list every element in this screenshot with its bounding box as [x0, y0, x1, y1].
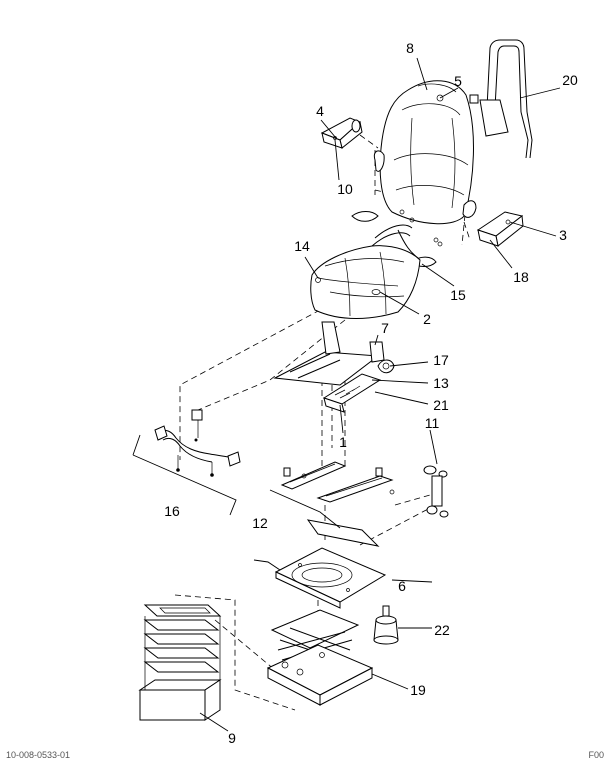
callout-19: 19: [410, 682, 426, 698]
callout-18: 18: [513, 269, 529, 285]
callout-leaders: [199, 57, 561, 732]
callout-17: 17: [433, 352, 449, 368]
callout-22: 22: [434, 622, 450, 638]
backrest-cushion: [373, 80, 477, 225]
callout-12: 12: [252, 515, 268, 531]
callout-11: 11: [425, 415, 440, 431]
callout-16: 16: [164, 503, 180, 519]
callout-10: 10: [337, 181, 353, 197]
callout-21: 21: [433, 397, 449, 413]
air-spring: [373, 605, 399, 645]
callout-1: 1: [339, 434, 347, 450]
callout-2: 2: [423, 311, 431, 327]
seat-belt-assembly: [154, 409, 241, 477]
callout-4: 4: [316, 103, 324, 119]
callout-13: 13: [433, 375, 449, 391]
seat-cushion: [310, 245, 421, 319]
figure-id-left: 10-008-0533-01: [6, 750, 70, 760]
callout-15: 15: [450, 287, 466, 303]
figure-id-right: F00: [588, 750, 604, 760]
shock-absorber: [423, 465, 449, 518]
callout-7: 7: [381, 320, 389, 336]
slide-rails: [280, 461, 395, 547]
right-armrest: [476, 211, 524, 247]
grab-handle: [469, 39, 533, 159]
callout-3: 3: [559, 227, 567, 243]
callout-6: 6: [398, 578, 406, 594]
seat-slide-frame: [273, 321, 395, 413]
callout-14: 14: [294, 238, 310, 254]
callout-20: 20: [562, 72, 578, 88]
callout-8: 8: [406, 40, 414, 56]
bracket-16: [132, 434, 237, 516]
callout-9: 9: [228, 730, 236, 746]
callout-labels: 8 5 20 4 10 3 18 14 15 2 7 17 13 21 1 11…: [164, 40, 578, 746]
bellows-boot: [138, 604, 222, 721]
bracket-12: [269, 489, 341, 529]
suspension-base: [266, 609, 374, 706]
callout-5: 5: [454, 73, 462, 89]
swivel-plate: [253, 547, 387, 609]
left-armrest: [320, 117, 363, 149]
